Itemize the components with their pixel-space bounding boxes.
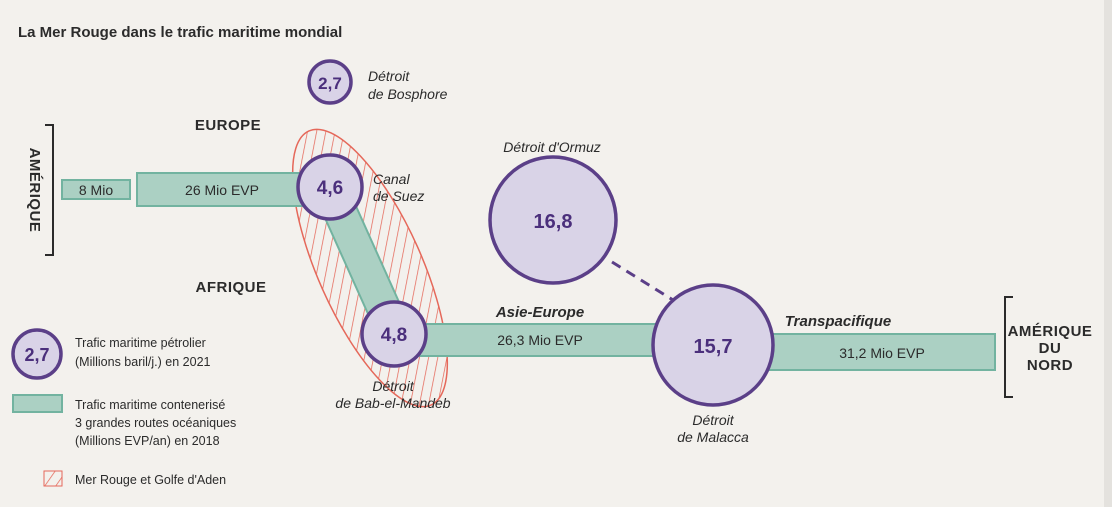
strait-bab-el-mandeb: 4,8 Détroit de Bab-el-Mandeb	[335, 300, 451, 411]
ormuz-malacca-link	[611, 260, 674, 302]
legend-oil-swatch	[11, 328, 63, 380]
title: La Mer Rouge dans le trafic maritime mon…	[18, 24, 342, 41]
legend-oil-line-2: (Millions baril/j.) en 2021	[75, 355, 211, 369]
legend-container-swatch	[12, 394, 63, 413]
legend-oil-line-1: Trafic maritime pétrolier	[75, 336, 206, 350]
region-afrique: AFRIQUE	[196, 279, 267, 296]
amerique-nord-bracket	[1004, 296, 1013, 398]
strait-ormuz-label: Détroit d'Ormuz	[503, 139, 601, 155]
strait-suez-label-1: Canal	[373, 171, 410, 187]
right-edge	[1104, 0, 1112, 507]
strait-suez-label-2: de Suez	[373, 188, 424, 204]
region-amerique-nord-2: DU	[1039, 340, 1062, 357]
route-transpacifique-value: 31,2 Mio EVP	[839, 345, 925, 361]
legend: 2,7 Trafic maritime pétrolier (Millions …	[11, 328, 236, 487]
strait-ormuz-value: 16,8	[534, 211, 573, 233]
strait-bosphore-value: 2,7	[318, 74, 342, 93]
region-amerique-nord-1: AMÉRIQUE	[1008, 323, 1093, 340]
strait-bosphore-label-2: de Bosphore	[368, 86, 448, 102]
strait-ormuz: 16,8 Détroit d'Ormuz	[488, 139, 618, 285]
strait-bosphore: 2,7 Détroit de Bosphore	[307, 59, 448, 105]
route-transpacifique	[764, 333, 996, 371]
strait-bab-label-1: Détroit	[372, 378, 414, 394]
region-europe: EUROPE	[195, 117, 261, 134]
strait-bosphore-label-1: Détroit	[368, 68, 410, 84]
route-amerique	[61, 179, 131, 200]
route-asie-europe-value: 26,3 Mio EVP	[497, 332, 583, 348]
amerique-bracket	[45, 124, 54, 256]
strait-suez: 4,6 Canal de Suez	[296, 153, 424, 221]
legend-oil-sample: 2,7	[24, 345, 49, 365]
strait-malacca-label-2: de Malacca	[677, 429, 749, 445]
region-amerique-nord-3: NORD	[1027, 357, 1073, 374]
region-amerique: AMÉRIQUE	[26, 148, 43, 233]
strait-malacca-value: 15,7	[694, 336, 733, 358]
strait-bab-value: 4,8	[381, 325, 407, 346]
legend-container-line-2: 3 grandes routes océaniques	[75, 416, 236, 430]
strait-malacca-label-1: Détroit	[692, 412, 734, 428]
legend-zone-label: Mer Rouge et Golfe d'Aden	[75, 473, 226, 487]
route-asie-europe	[419, 323, 666, 357]
legend-zone-swatch	[43, 470, 63, 487]
route-europe-value: 26 Mio EVP	[185, 182, 259, 198]
legend-container-line-3: (Millions EVP/an) en 2018	[75, 434, 220, 448]
strait-malacca: 15,7 Détroit de Malacca	[651, 283, 775, 445]
route-europe	[136, 172, 313, 207]
route-asie-europe-name: Asie-Europe	[495, 304, 584, 321]
legend-container-line-1: Trafic maritime contenerisé	[75, 398, 225, 412]
route-amerique-value: 8 Mio	[79, 182, 113, 198]
strait-bab-label-2: de Bab-el-Mandeb	[335, 395, 450, 411]
strait-suez-value: 4,6	[317, 178, 343, 199]
route-transpacifique-name: Transpacifique	[785, 313, 891, 330]
